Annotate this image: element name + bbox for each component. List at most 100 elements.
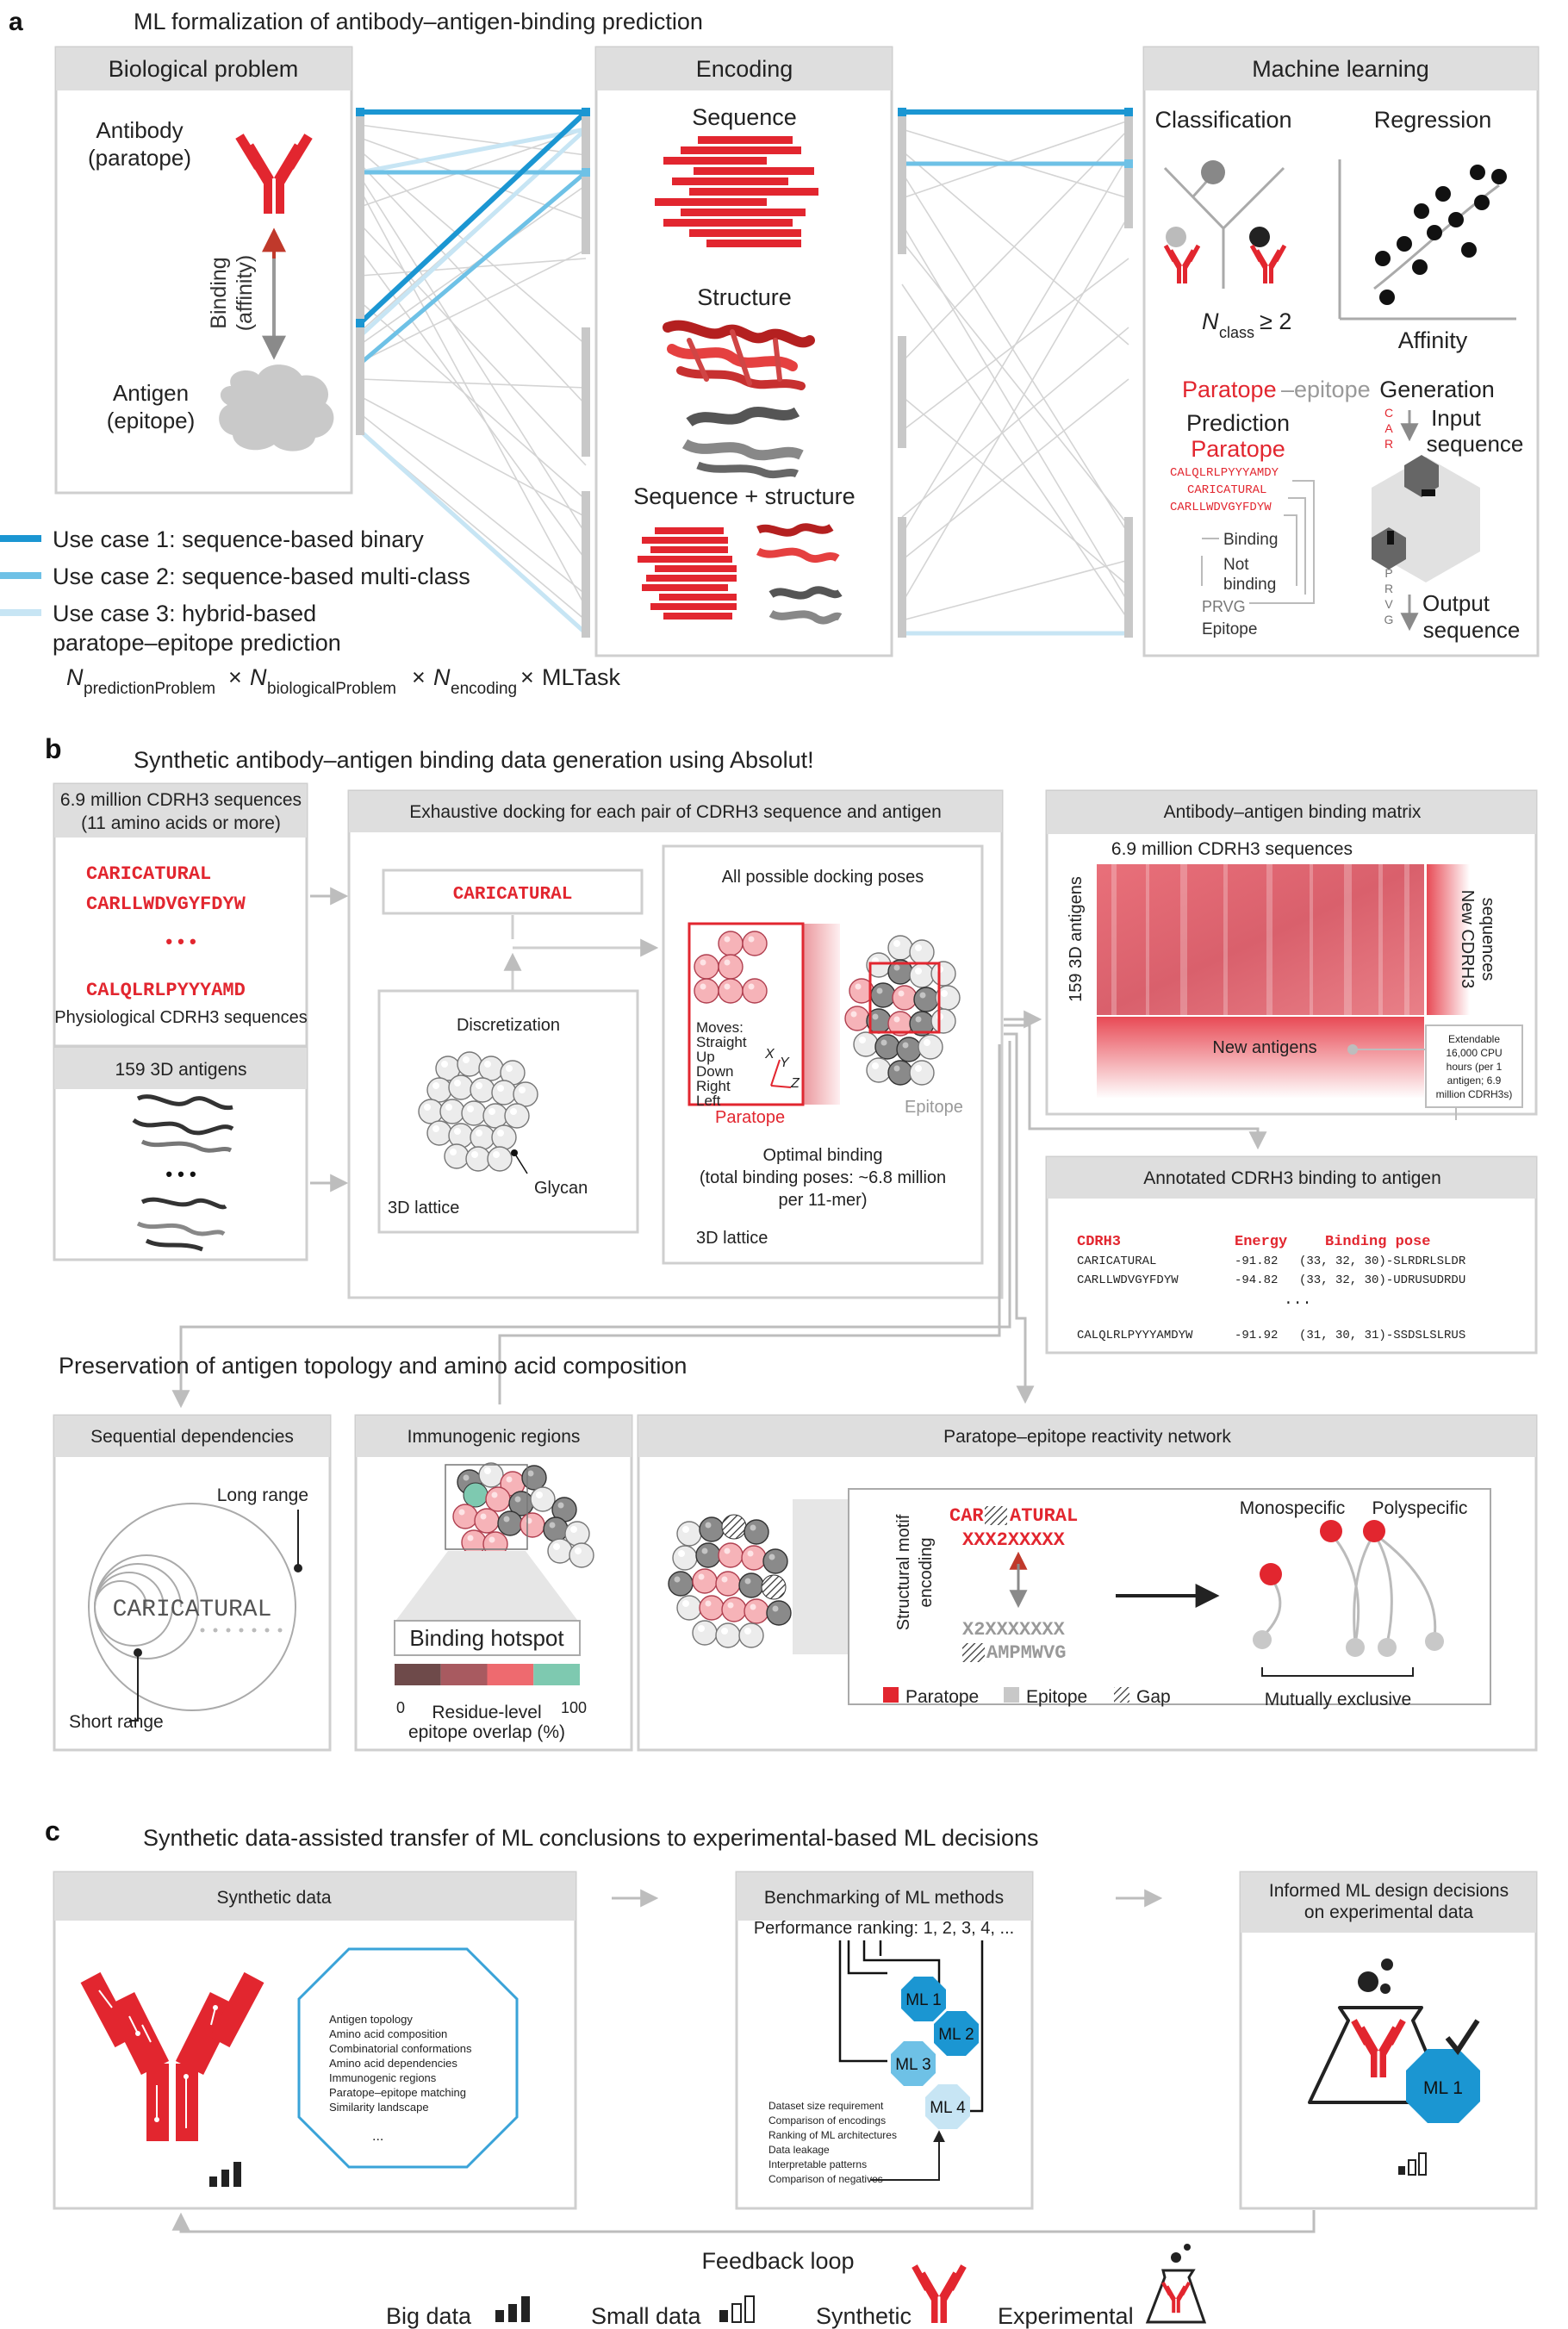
input-sequence-label-2: sequence xyxy=(1427,431,1524,457)
panel-a-title: ML formalization of antibody–antigen-bin… xyxy=(134,9,703,34)
formula-sub3: encoding xyxy=(451,680,517,698)
binding-matrix xyxy=(1097,864,1424,1015)
connector-lines-right xyxy=(901,120,1129,621)
prvg-letter-g: G xyxy=(1384,613,1394,626)
move-straight: Straight xyxy=(696,1034,747,1050)
bench-item-2: Comparison of encodings xyxy=(768,2114,886,2127)
binding-label: Binding xyxy=(207,257,231,328)
extendable-3: hours (per 1 xyxy=(1447,1061,1503,1073)
matrix-left-label: 159 3D antigens xyxy=(1067,876,1086,1002)
synthetic-item-2: Amino acid composition xyxy=(329,2027,447,2040)
new-cdrh3-label-2: sequences xyxy=(1478,898,1497,981)
synthetic-octagon xyxy=(297,1947,519,2169)
ranking-label: Performance ranking: 1, 2, 3, 4, ... xyxy=(754,1919,1014,1938)
affinity-axis-label: Affinity xyxy=(1398,327,1468,353)
use-case-1-lines xyxy=(358,109,1129,326)
hotspot-swatch xyxy=(487,1664,534,1685)
connector-nodes-active xyxy=(356,108,1133,327)
network-header: Paratope–epitope reactivity network xyxy=(943,1427,1231,1447)
network-structure-balls xyxy=(668,1514,792,1648)
bio-problem-box: Biological problem Antibody (paratope) B… xyxy=(54,46,353,495)
output-sequence-label-2: sequence xyxy=(1423,617,1521,643)
motif-label-1: Structural motif xyxy=(894,1514,913,1630)
cdrh3-seq-1: CARICATURAL xyxy=(86,863,211,885)
formula-n3: N xyxy=(433,664,451,690)
output-sequence-label-1: Output xyxy=(1422,590,1490,616)
panel-a-letter: a xyxy=(9,8,23,36)
antigens-dots: • • • xyxy=(165,1163,196,1185)
bench-item-6: Comparison of negatives xyxy=(768,2173,883,2185)
cdrh3-box: 6.9 million CDRH3 sequences (11 amino ac… xyxy=(53,782,308,1048)
motif-label-2: encoding xyxy=(917,1537,936,1607)
feedback-loop: Feedback loop xyxy=(171,2210,1316,2274)
hotspot-swatch xyxy=(395,1664,441,1685)
epitope-label: (epitope) xyxy=(107,408,196,433)
matrix-header: Antibody–antigen binding matrix xyxy=(1164,802,1422,822)
epitope-pred-label: Epitope xyxy=(1202,620,1257,638)
synthetic-big-data-icon xyxy=(209,2162,241,2187)
seqdep-box: Sequential dependencies Long range CARIC… xyxy=(53,1414,332,1752)
mutually-exclusive-label: Mutually exclusive xyxy=(1265,1690,1411,1709)
bench-item-3: Ranking of ML architectures xyxy=(768,2129,897,2141)
legend-use-case-3b: paratope–epitope prediction xyxy=(53,630,341,656)
seqstruct-bars-icon xyxy=(638,527,737,620)
bench-box: Benchmarking of ML methods Performance r… xyxy=(735,1871,1034,2210)
legend-small-data: Small data xyxy=(591,2303,702,2329)
caricatural-seqdep: CARICATURAL xyxy=(113,1597,272,1623)
move-title: Moves: xyxy=(696,1019,744,1036)
legend-paratope: Paratope xyxy=(905,1687,979,1707)
regression-label: Regression xyxy=(1374,107,1492,133)
hotspot-swatch xyxy=(440,1664,488,1685)
synthetic-item-1: Antigen topology xyxy=(329,2013,413,2026)
generation-label: Generation xyxy=(1379,377,1495,402)
node-paratope-2 xyxy=(1320,1520,1342,1542)
motif-epi2: AMPMWVG xyxy=(986,1642,1066,1664)
checkmark-icon xyxy=(1445,2019,1480,2056)
formula-n1: N xyxy=(66,664,84,690)
extendable-1: Extendable xyxy=(1448,1033,1500,1045)
ml1-result-octagon xyxy=(1406,2049,1480,2123)
n-class-sub: class xyxy=(1219,324,1254,341)
antigens-header: 159 3D antigens xyxy=(115,1060,247,1080)
move-down: Down xyxy=(696,1063,733,1080)
antigen-icon xyxy=(219,364,334,451)
pred-bracket-lines xyxy=(1201,480,1315,604)
cdrh3-seq-2: CARLLWDVGYFDYW xyxy=(86,894,246,915)
formula-times2: × xyxy=(412,664,426,690)
paratope-label: (paratope) xyxy=(88,145,191,171)
class-antigen-dark-icon xyxy=(1201,160,1225,184)
pred-seq-2: CARICATURAL xyxy=(1187,483,1266,497)
formula-sub1: predictionProblem xyxy=(84,680,215,698)
move-left: Left xyxy=(696,1093,721,1109)
pe-paratope-label: Paratope xyxy=(1182,377,1277,402)
ml-header: Machine learning xyxy=(1252,56,1429,82)
annot-r3-energy: -91.92 xyxy=(1235,1329,1278,1342)
dependency-arcs xyxy=(88,1503,296,1711)
use-case-2-lines xyxy=(358,161,1129,365)
moves-list: Moves: Straight Up Down Right Left xyxy=(696,1019,747,1109)
antigen-label: Antigen xyxy=(113,380,189,406)
use-case-legend: Use case 1: sequence-based binary Use ca… xyxy=(0,526,470,656)
new-cdrh3-label-1: New CDRH3 xyxy=(1458,890,1477,988)
annot-col-energy: Energy xyxy=(1235,1234,1287,1250)
lattice-3d-label: 3D lattice xyxy=(388,1199,459,1217)
pred-seq-1: CALQLRLPYYYAMDY xyxy=(1170,466,1279,480)
node-epitope-2 xyxy=(1346,1638,1365,1657)
axis-z: Z xyxy=(790,1076,800,1091)
hotspot-swatch xyxy=(533,1664,580,1685)
generator-input-cube xyxy=(1404,455,1439,497)
formula-sub2: biologicalProblem xyxy=(267,680,396,698)
epitope-pose-label: Epitope xyxy=(905,1098,963,1117)
ml-octagon-label: ML 3 xyxy=(895,2056,931,2074)
protein-structure-gray-icon xyxy=(681,407,804,479)
prvg-letter-p: P xyxy=(1384,566,1392,580)
informed-box: Informed ML design decisions on experime… xyxy=(1239,1871,1538,2210)
prvg-letter-v: V xyxy=(1384,597,1393,611)
encoding-header: Encoding xyxy=(696,56,793,82)
extendable-2: 16,000 CPU xyxy=(1446,1047,1502,1059)
affinity-label: (affinity) xyxy=(233,255,257,331)
generator-output-cube xyxy=(1372,527,1406,570)
docking-box: Exhaustive docking for each pair of CDRH… xyxy=(347,789,1004,1299)
bench-item-4: Data leakage xyxy=(768,2144,830,2156)
antigens-box: 159 3D antigens • • • xyxy=(53,1046,308,1261)
